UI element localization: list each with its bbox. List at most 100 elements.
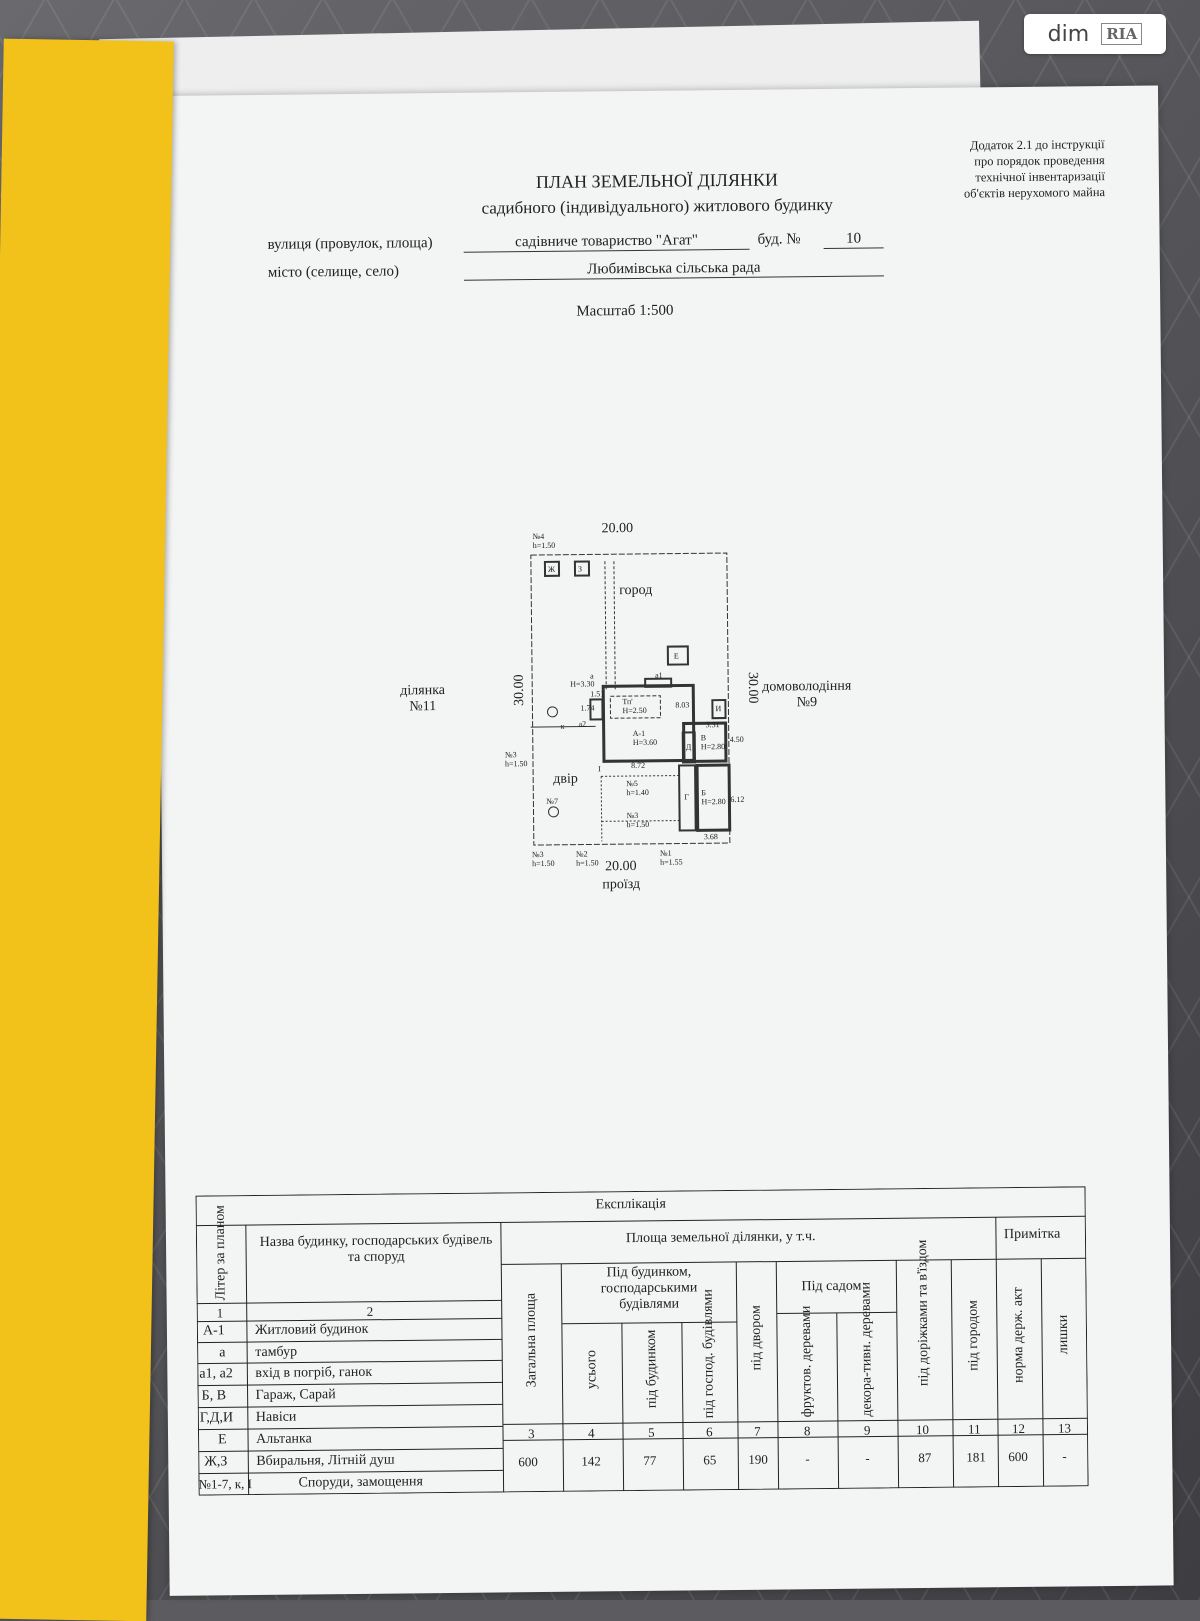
dim-450: 4.50 <box>729 734 744 745</box>
street-label: вулиця (провулок, площа) <box>267 235 433 253</box>
fence-3-line <box>530 725 596 728</box>
header-letter: Літер за планом <box>212 1205 229 1301</box>
logo-dim-text: dim <box>1047 21 1090 47</box>
col-number: 8 <box>803 1423 811 1439</box>
dim-872: 8.72 <box>630 760 646 771</box>
col-number: 10 <box>915 1421 930 1438</box>
gazebo-label: Е <box>673 651 679 661</box>
header-farm: під господ. будівлями <box>700 1289 717 1419</box>
row-letter: а <box>219 1345 226 1361</box>
col-number: 7 <box>753 1423 761 1439</box>
header-extra: лишки <box>1055 1314 1072 1355</box>
building-label: буд. № <box>757 231 801 248</box>
structure-7-label: №7 <box>546 796 559 806</box>
top-dimension: 20.00 <box>601 521 634 537</box>
plot-boundary <box>530 552 731 846</box>
fence-2-height: h=1.50 <box>576 858 599 868</box>
k-label: к <box>560 721 565 731</box>
document-page: Додаток 2.1 до інструкції про порядок пр… <box>154 85 1174 1596</box>
row-name: Альтанка <box>255 1431 312 1448</box>
row-letter: Е <box>217 1432 227 1448</box>
fence-4-label: №4 h=1.50 <box>533 532 556 550</box>
row-name: тамбур <box>255 1344 298 1361</box>
table-title: Експлікація <box>595 1196 666 1213</box>
pavement-i-label: I <box>598 764 601 774</box>
porch-a2-label: а2 <box>578 719 587 729</box>
fence-2-label: №2 h=1.50 <box>576 849 599 868</box>
gazebo-e <box>666 645 689 666</box>
value-decor: - <box>865 1450 870 1466</box>
entrance-a1-label: а1 <box>655 670 663 680</box>
cellar-height: Н=2.50 <box>622 705 647 716</box>
garage-height: Н=2.80 <box>701 797 726 807</box>
row-name: Житловий будинок <box>254 1321 369 1339</box>
fence-3-inner-height: h=1.50 <box>626 819 650 830</box>
header-decor: декора-тивн. деревами <box>858 1281 875 1417</box>
dim-368: 3.68 <box>703 832 718 842</box>
fence-3-left-label: №3 h=1.50 <box>505 750 528 768</box>
row-name: Гараж, Сарай <box>255 1387 336 1404</box>
scale-label: Масштаб 1:500 <box>576 302 674 320</box>
dim-151: 1.51 <box>590 689 605 699</box>
table-grid <box>195 1186 1089 1496</box>
fence-5-height: h=1.40 <box>626 787 649 798</box>
cellar-tp <box>609 695 662 719</box>
dim-174: 1.74 <box>580 703 595 713</box>
fence-3-number: №3 <box>504 750 517 760</box>
value-veg: 181 <box>966 1449 986 1465</box>
house-height: Н=3.60 <box>632 737 658 748</box>
yard-label: двір <box>553 771 578 787</box>
col-number: 11 <box>967 1421 981 1437</box>
shower-z <box>573 560 591 577</box>
fence-5-number: №5 <box>626 778 638 789</box>
left-neighbor-line: ділянка <box>400 682 446 699</box>
row-name: Навіси <box>255 1409 297 1426</box>
fence-1-number: №1 <box>659 848 672 858</box>
header-veg: під городом <box>965 1300 982 1371</box>
fence-3-inner-number: №3 <box>626 810 639 821</box>
header-area: Площа земельної ділянки, у т.ч. <box>625 1229 816 1247</box>
value-extra: - <box>1062 1448 1067 1464</box>
header-note: Примітка <box>1003 1226 1061 1243</box>
street-value: садівниче товариство "Агат" <box>463 231 750 253</box>
pit-symbol <box>548 806 560 818</box>
left-neighbor: ділянка №11 <box>400 683 445 715</box>
row-letter: Ж,З <box>204 1454 228 1470</box>
toilet-zh <box>543 560 561 577</box>
col-number: 3 <box>527 1426 535 1442</box>
canopy-g <box>678 764 697 832</box>
shower-label: З <box>577 564 583 574</box>
garage-letter: Б <box>701 788 706 798</box>
canopy-g-label: Г <box>684 792 690 802</box>
row-letter: Б, В <box>201 1388 227 1404</box>
site-plan-drawing <box>530 552 732 846</box>
fence-4-height: h=1.50 <box>532 540 556 551</box>
fence-1-label: №1 h=1.55 <box>660 849 683 867</box>
value-total: 600 <box>518 1454 538 1470</box>
header-roads: під доріжками та в'їздом <box>915 1239 932 1387</box>
fence-3-number: №3 <box>531 849 544 860</box>
fence-3-inner-label: №3 h=1.50 <box>627 811 650 829</box>
header-yard: під двором <box>748 1305 765 1371</box>
col-number: 1 <box>216 1305 224 1321</box>
shed-v-height: Н=2.80 <box>700 742 726 752</box>
header-all: усього <box>584 1349 600 1390</box>
fence-3-height: h=1.50 <box>532 858 555 869</box>
height-330-label: Н=3.30 <box>570 679 595 689</box>
road-label: проїзд <box>602 876 641 893</box>
city-value: Любимівська сільська рада <box>463 258 884 281</box>
explication-table: Експлікація Літер за планом Назва будинк… <box>195 1186 1089 1496</box>
canopy-d <box>681 731 697 764</box>
house-a1 <box>601 683 696 763</box>
header-house: під будинком <box>643 1329 660 1409</box>
dim-803: 8.03 <box>675 700 690 710</box>
canopy-i <box>711 699 727 720</box>
dim-ria-logo[interactable]: dim RIA <box>1024 14 1166 54</box>
vestibule-a <box>644 677 673 688</box>
shed-v-label: В Н=2.80 <box>701 733 725 751</box>
house-letter: А-1 <box>632 728 646 739</box>
fence-5-label: №5 h=1.40 <box>626 779 649 797</box>
header-garden: Під садом <box>801 1278 862 1295</box>
porch-a2 <box>589 698 604 721</box>
value-all: 142 <box>581 1453 601 1469</box>
